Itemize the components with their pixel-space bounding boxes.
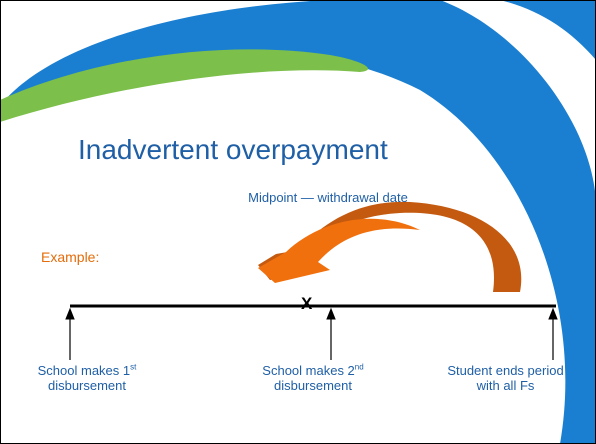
second-disbursement-label: School makes 2nd disbursement	[258, 363, 368, 393]
first-disbursement-label: School makes 1st disbursement	[12, 363, 162, 393]
midpoint-callout: Midpoint — withdrawal date	[248, 190, 408, 205]
blue-corner-shape	[500, 0, 596, 60]
second-disbursement-ordinal: nd	[354, 362, 364, 372]
up-arrow-icon	[326, 307, 336, 360]
slide-title: Inadvertent overpayment	[78, 134, 388, 165]
first-disbursement-ordinal: st	[130, 362, 137, 372]
first-disbursement-text: School makes 1	[37, 363, 131, 378]
curved-left-arrow-icon	[258, 201, 522, 292]
withdrawal-marker: X	[301, 294, 313, 313]
up-arrow-icon	[65, 307, 75, 360]
second-disbursement-word: disbursement	[273, 378, 353, 393]
first-disbursement-word: disbursement	[47, 378, 127, 393]
period-end-label: Student ends period with all Fs	[447, 363, 564, 393]
second-disbursement-text: School makes 2	[262, 363, 355, 378]
example-label: Example:	[41, 249, 100, 265]
green-wave-shape	[0, 49, 369, 122]
up-arrow-icon	[548, 307, 558, 360]
